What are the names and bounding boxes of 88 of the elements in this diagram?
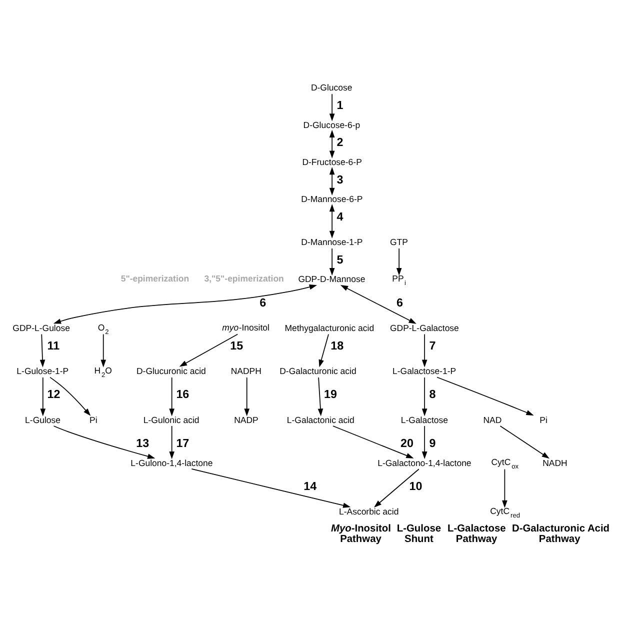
node-text: D-Glucuronic acid [136, 365, 206, 376]
edge-label: 20 [400, 436, 414, 450]
arrow [422, 425, 428, 459]
arrow [329, 93, 335, 121]
label: Myo-Inositol Pathway [330, 523, 391, 544]
label: 3,"5"-epimerization [204, 272, 284, 283]
node-text: Pi [540, 414, 548, 424]
node-text: L-Galactose [400, 414, 448, 424]
node-text: GDP-L-Galactose [390, 322, 459, 332]
node-text: L-Gulonic acid [143, 414, 200, 424]
arrow [329, 129, 335, 158]
arrow [374, 468, 420, 507]
arrow [422, 333, 428, 367]
node-text: H$_{2}$O [94, 364, 112, 378]
arrow [318, 376, 324, 416]
edge-label: 3 [336, 172, 344, 186]
arrow [329, 166, 335, 195]
node-text: D-Galacturonic acid [280, 365, 356, 376]
node-text: L-Ascorbic acid [338, 506, 399, 516]
node-text: L-Galactono-1,4-lactone [378, 457, 472, 468]
edge-label: 10 [409, 479, 422, 492]
arrow [422, 376, 428, 416]
arrow [340, 284, 416, 324]
node-text: PP$_{i}$ [392, 272, 406, 286]
arrow [329, 248, 335, 276]
edge-label: 6 [260, 296, 266, 309]
node-text: NADPH [230, 365, 262, 376]
edge-label: 18 [330, 338, 344, 352]
edge-label: 16 [176, 388, 190, 401]
arrow [436, 376, 534, 416]
node-text: O$_{2}$ [98, 322, 109, 336]
edge-label: 4 [336, 210, 344, 223]
node-text: L-Galactose-1-P [392, 365, 456, 376]
node-text: GTP [390, 236, 408, 247]
arrow [53, 284, 317, 324]
arrow [502, 468, 508, 508]
edge-label: 2 [336, 136, 344, 149]
edge-label: 11 [47, 338, 60, 352]
node-text: CytC$_{red}$ [490, 505, 520, 519]
node-text: Pi [90, 414, 98, 424]
edge-label: 6 [396, 296, 404, 309]
node-text: Methygalacturonic acid [284, 322, 374, 332]
arrow [169, 376, 174, 416]
edge-label: 15 [230, 338, 244, 352]
arrow [318, 333, 329, 367]
arrow [40, 376, 46, 416]
node-text: D-Fructose-6-P [302, 156, 362, 166]
node-text: GDP-L-Gulose [12, 322, 70, 332]
edge-label: 9 [429, 436, 436, 450]
arrow [169, 425, 174, 459]
label: L-Gulose Shunt [396, 523, 442, 544]
node-text: CytC$_{ox}$ [491, 456, 519, 470]
edge-label: 17 [176, 436, 190, 450]
arrow [329, 203, 335, 238]
arrow [191, 468, 351, 508]
arrow [100, 333, 106, 367]
edge-label: 7 [429, 338, 436, 352]
edge-label: 5 [336, 252, 344, 266]
node-text: L-Gulose-1-P [16, 365, 69, 376]
arrow [179, 333, 238, 366]
arrow [396, 248, 402, 276]
label: L-Galactose Pathway [448, 523, 506, 544]
edge-label: 19 [324, 388, 338, 401]
edge-label: 1 [336, 98, 344, 112]
node-text: D-Mannose-1-P [301, 236, 363, 247]
arrow [332, 425, 414, 458]
node-text: GDP-D-Mannose [298, 274, 366, 284]
arrow [50, 376, 91, 416]
node-text: NAD [483, 414, 502, 424]
label: D-Galacturonic Acid Pathway [512, 523, 610, 544]
arrow [40, 333, 46, 367]
node-text: D-Mannose-6-P [301, 194, 363, 204]
arrow [500, 425, 550, 458]
edge-label: 12 [47, 388, 60, 401]
arrow [53, 425, 156, 458]
node-text: L-Galactonic acid [286, 414, 354, 424]
label: 5"-epimerization [120, 272, 190, 283]
node-text: D-Glucose-6-p [303, 119, 360, 130]
edge-label: 13 [136, 436, 150, 450]
node-text: L-Gulose [25, 414, 61, 424]
node-text: D-Glucose [310, 82, 352, 92]
node-text: NADP [234, 414, 258, 424]
edge-label: 14 [304, 479, 317, 492]
edge-label: 8 [429, 388, 436, 401]
node-text: myo-Inositol [222, 322, 270, 332]
node-text: L-Gulono-1,4-lactone [130, 457, 213, 468]
arrow [244, 376, 250, 416]
node-text: NADH [542, 457, 568, 468]
